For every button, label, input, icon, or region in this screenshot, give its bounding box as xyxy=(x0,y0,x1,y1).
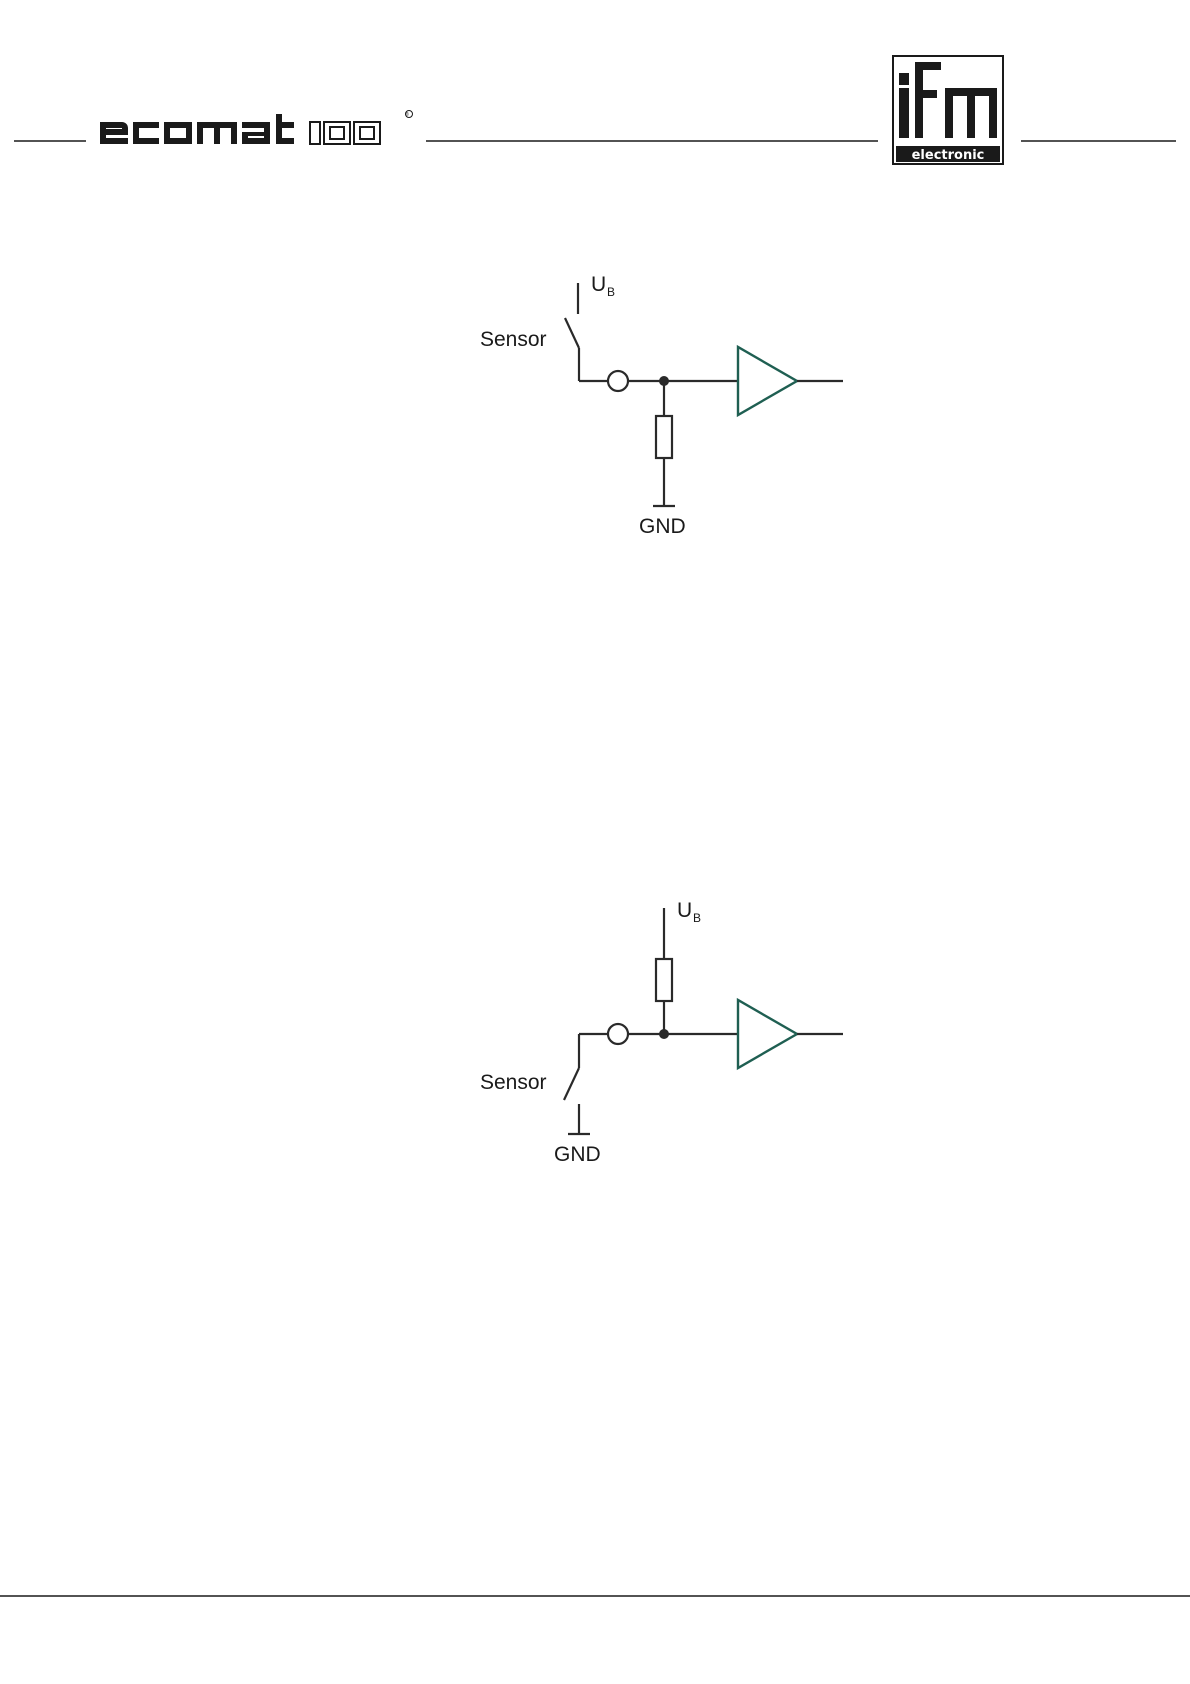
page-header: ® electronic xyxy=(14,56,1176,164)
ground-label: GND xyxy=(554,1143,601,1166)
supply-label: U xyxy=(677,899,692,922)
ecomat100-number xyxy=(310,111,413,145)
input-terminal xyxy=(608,1024,628,1044)
supply-subscript: B xyxy=(693,911,701,925)
ifm-electronic-logo: electronic xyxy=(893,56,1003,164)
ifm-logo-wordmark: electronic xyxy=(912,148,985,163)
amplifier-triangle xyxy=(738,347,797,415)
ecomat100-logo xyxy=(100,114,294,144)
sensor-label: Sensor xyxy=(480,328,547,351)
pull-up-resistor xyxy=(656,959,672,1001)
sensor-label: Sensor xyxy=(480,1071,547,1094)
sensor-switch xyxy=(564,1068,579,1100)
supply-subscript: B xyxy=(607,285,615,299)
schematic-low-side-switch: U B Sensor GND xyxy=(480,899,843,1166)
pull-down-resistor xyxy=(656,416,672,458)
schematic-high-side-switch: U B Sensor GND xyxy=(480,273,843,538)
amplifier-triangle xyxy=(738,1000,797,1068)
sensor-switch xyxy=(565,318,579,348)
registered-mark: ® xyxy=(405,111,409,118)
input-terminal xyxy=(608,371,628,391)
ground-label: GND xyxy=(639,515,686,538)
supply-label: U xyxy=(591,273,606,296)
